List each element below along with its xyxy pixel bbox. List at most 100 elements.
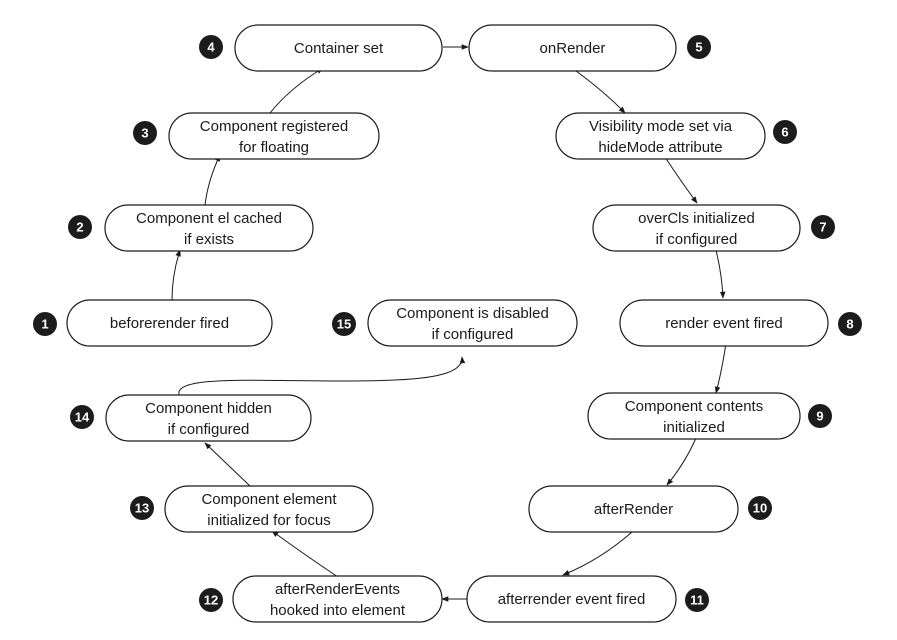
edge-13-14 <box>204 442 251 487</box>
badge-circle <box>811 215 835 239</box>
step-badge-7: 7 <box>811 215 835 239</box>
step-badge-4: 4 <box>199 35 223 59</box>
step-box <box>468 24 677 72</box>
edge-2-3 <box>204 154 221 206</box>
step-badge-13: 13 <box>130 496 154 520</box>
nodes: beforerender fired Component el cached if … <box>66 24 829 623</box>
badge-number: 14 <box>75 410 90 425</box>
step-node-8: render event fired <box>619 299 829 347</box>
badge-circle <box>685 588 709 612</box>
edge-14-15 <box>178 356 466 398</box>
step-label-line: Component contents <box>625 398 763 415</box>
edge-9-10 <box>666 437 697 486</box>
step-box <box>367 299 578 347</box>
edge-10-11 <box>562 531 633 576</box>
step-box <box>104 204 314 252</box>
step-node-7: overCls initialized if configured <box>592 204 801 252</box>
badge-number: 8 <box>846 317 853 332</box>
step-label-line: afterrender event fired <box>498 591 646 608</box>
badge-number: 4 <box>207 40 215 55</box>
step-badge-5: 5 <box>687 35 711 59</box>
edge-3-4 <box>269 67 324 114</box>
badge-number: 7 <box>819 220 826 235</box>
step-badge-15: 15 <box>332 312 356 336</box>
edge-12-13 <box>271 530 339 578</box>
step-badge-1: 1 <box>33 312 57 336</box>
edge-6-7 <box>664 156 698 204</box>
step-badge-11: 11 <box>685 588 709 612</box>
step-label-line: initialized <box>663 419 725 436</box>
badge-circle <box>70 405 94 429</box>
step-node-3: Component registered for floating <box>168 112 380 160</box>
step-box <box>555 112 766 160</box>
step-badge-12: 12 <box>199 588 223 612</box>
step-badge-14: 14 <box>70 405 94 429</box>
step-box <box>234 24 443 72</box>
step-label-line: if exists <box>184 231 234 248</box>
edge-7-8 <box>715 249 726 299</box>
step-label-line: if configured <box>656 231 738 248</box>
badge-number: 10 <box>753 501 767 516</box>
step-node-10: afterRender <box>528 485 739 533</box>
edge-8-9 <box>714 342 727 394</box>
step-node-2: Component el cached if exists <box>104 204 314 252</box>
badge-circle <box>687 35 711 59</box>
step-badge-8: 8 <box>838 312 862 336</box>
badge-circle <box>748 496 772 520</box>
badge-circle <box>130 496 154 520</box>
step-label-line: hideMode attribute <box>598 139 722 156</box>
step-node-1: beforerender fired <box>66 299 273 347</box>
step-node-6: Visibility mode set via hideMode attribut… <box>555 112 766 160</box>
badge-circle <box>133 121 157 145</box>
badge-number: 12 <box>204 593 218 608</box>
badge-number: 1 <box>41 317 48 332</box>
step-label-line: Component registered <box>200 118 348 135</box>
step-label-line: afterRender <box>594 501 673 518</box>
edges <box>171 44 727 602</box>
step-box <box>466 575 677 623</box>
step-box <box>592 204 801 252</box>
step-label-line: initialized for focus <box>207 512 330 529</box>
step-badge-9: 9 <box>808 404 832 428</box>
badge-number: 13 <box>135 501 149 516</box>
badge-number: 9 <box>816 409 823 424</box>
step-label-line: overCls initialized <box>638 210 755 227</box>
step-box <box>66 299 273 347</box>
badge-circle <box>838 312 862 336</box>
edge-5-6 <box>571 67 626 114</box>
step-badge-2: 2 <box>68 215 92 239</box>
badge-circle <box>199 588 223 612</box>
step-label-line: Component el cached <box>136 210 282 227</box>
step-label-line: Component element <box>201 491 337 508</box>
step-node-5: onRender <box>468 24 677 72</box>
badge-circle <box>199 35 223 59</box>
step-node-11: afterrender event fired <box>466 575 677 623</box>
badge-number: 5 <box>695 40 702 55</box>
step-label-line: Container set <box>294 40 384 57</box>
step-badge-6: 6 <box>773 120 797 144</box>
badge-circle <box>68 215 92 239</box>
step-label-line: Component hidden <box>145 400 272 417</box>
badge-circle <box>33 312 57 336</box>
badge-circle <box>808 404 832 428</box>
step-label-line: if configured <box>168 421 250 438</box>
step-label-line: render event fired <box>665 315 783 332</box>
step-label-line: if configured <box>432 326 514 343</box>
step-box <box>105 394 312 442</box>
badge-number: 6 <box>781 125 788 140</box>
step-node-13: Component element initialized for focus <box>164 485 374 533</box>
badge-circle <box>332 312 356 336</box>
badge-number: 2 <box>76 220 83 235</box>
badge-number: 11 <box>690 593 704 608</box>
step-label-line: onRender <box>540 40 606 57</box>
step-label-line: beforerender fired <box>110 315 229 332</box>
step-node-14: Component hidden if configured <box>105 394 312 442</box>
step-box <box>164 485 374 533</box>
step-badge-10: 10 <box>748 496 772 520</box>
step-label-line: Visibility mode set via <box>589 118 733 135</box>
badge-number: 15 <box>337 317 351 332</box>
step-label-line: for floating <box>239 139 309 156</box>
